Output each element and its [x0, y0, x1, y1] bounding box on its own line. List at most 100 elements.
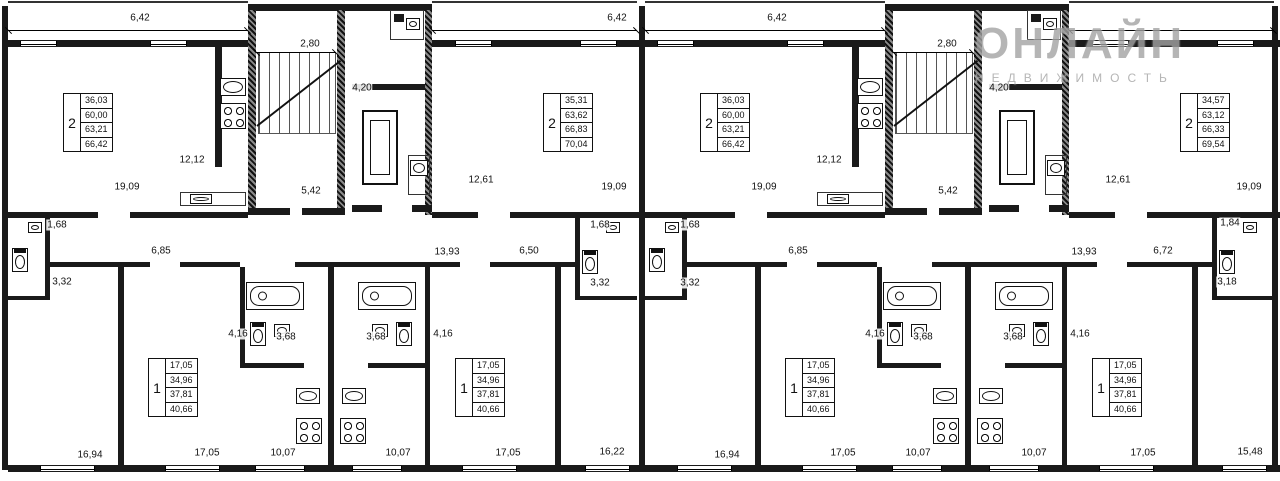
wall-segment — [989, 205, 1019, 212]
sink — [28, 222, 42, 233]
dimension-label: 1,68 — [46, 219, 68, 231]
dimension-label: 16,94 — [76, 449, 104, 461]
apartment-area-value: 69,54 — [1202, 138, 1225, 149]
window — [787, 41, 824, 46]
window — [1222, 466, 1267, 471]
apartment-area-value: 35,31 — [561, 94, 592, 109]
wall-segment — [248, 4, 432, 11]
dimension-label: 19,09 — [750, 181, 778, 193]
wall-segment — [1069, 212, 1115, 218]
wall-segment — [2, 6, 8, 470]
window — [802, 466, 857, 471]
dimension-label: 19,09 — [1235, 181, 1263, 193]
dimension-label: 1,68 — [589, 219, 611, 231]
partition-outline — [8, 1, 248, 3]
apartment-area-value: 37,81 — [803, 388, 834, 403]
dimension-label: 12,12 — [815, 154, 843, 166]
wall-segment — [302, 208, 345, 215]
apartment-area-value: 40,66 — [477, 403, 500, 414]
stove — [296, 418, 322, 444]
apartment-area-value: 37,81 — [1110, 388, 1141, 403]
apartment-area-value: 66,33 — [1198, 123, 1229, 138]
dimension-label: 5,42 — [300, 185, 322, 197]
wall-segment — [215, 47, 222, 167]
wall-segment — [50, 262, 150, 267]
wall-segment — [1192, 267, 1198, 470]
wall-segment — [248, 208, 290, 215]
dimension-label: 3,68 — [275, 331, 297, 343]
wall-segment — [817, 262, 877, 267]
toilet — [1219, 250, 1235, 274]
wall-segment — [8, 40, 248, 47]
dimension-label: 4,16 — [1069, 328, 1091, 340]
dimension-label: 10,07 — [1020, 447, 1048, 459]
dimension-label: 3,68 — [1002, 331, 1024, 343]
apartment-area-value: 36,03 — [81, 94, 112, 109]
wall-segment — [687, 262, 787, 267]
sink — [979, 388, 1003, 404]
dimension-label: 3,18 — [1216, 276, 1238, 288]
dimension-label: 4,16 — [864, 328, 886, 340]
apartment-room-count: 2 — [64, 94, 81, 151]
dimension-label: 13,93 — [433, 246, 461, 258]
dimension-label: 12,61 — [467, 174, 495, 186]
dimension-line — [1069, 30, 1274, 31]
wall-segment — [885, 208, 927, 215]
apartment-area-value: 66,42 — [85, 138, 108, 149]
apartment-area-value: 70,04 — [565, 138, 588, 149]
sink — [296, 388, 320, 404]
apartment-area-value: 40,66 — [1114, 403, 1137, 414]
dimension-label: 12,12 — [178, 154, 206, 166]
wall-segment — [328, 267, 334, 470]
wall-segment — [352, 84, 425, 90]
bathtub — [358, 282, 416, 310]
wall-segment — [877, 267, 882, 367]
apartment-area-value: 63,21 — [718, 123, 749, 138]
bathtub — [246, 282, 304, 310]
sink — [827, 194, 849, 204]
sink — [857, 78, 883, 96]
dimension-label: 17,05 — [193, 447, 221, 459]
wall-segment — [575, 296, 637, 300]
stove — [933, 418, 959, 444]
apartment-room-count: 1 — [1093, 359, 1110, 416]
dimension-line — [645, 30, 885, 31]
hatched-wall — [1062, 10, 1069, 215]
partition-outline — [408, 155, 430, 195]
window — [892, 466, 942, 471]
window — [455, 41, 492, 46]
wall-segment — [1272, 6, 1278, 470]
dimension-label: 15,48 — [1236, 446, 1264, 458]
wall-segment — [1031, 14, 1041, 22]
partition-outline — [1045, 155, 1067, 195]
wall-segment — [1062, 267, 1067, 470]
dimension-label: 6,72 — [1152, 245, 1174, 257]
wall-segment — [1212, 296, 1274, 300]
toilet — [887, 322, 903, 346]
wall-segment — [432, 40, 643, 47]
dimension-label: 13,93 — [1070, 246, 1098, 258]
toilet — [396, 322, 412, 346]
sink — [410, 160, 428, 176]
apartment-area-value: 63,12 — [1198, 109, 1229, 123]
wall-segment — [1127, 262, 1212, 267]
apartment-area-value: 17,05 — [1110, 359, 1141, 374]
elevator — [362, 110, 398, 185]
dimension-label: 3,32 — [679, 277, 701, 289]
wall-segment — [932, 262, 1097, 267]
dimension-label: 3,68 — [912, 331, 934, 343]
window — [165, 466, 220, 471]
window — [1217, 41, 1254, 46]
wall-segment — [490, 262, 575, 267]
dimension-label: 12,61 — [1104, 174, 1132, 186]
window — [1092, 41, 1129, 46]
apartment-area-value: 17,05 — [166, 359, 197, 374]
sink — [1043, 18, 1057, 30]
apartment-room-count: 2 — [1181, 94, 1198, 151]
dimension-label: 6,42 — [606, 12, 628, 24]
apartment-area-value: 37,81 — [166, 388, 197, 403]
